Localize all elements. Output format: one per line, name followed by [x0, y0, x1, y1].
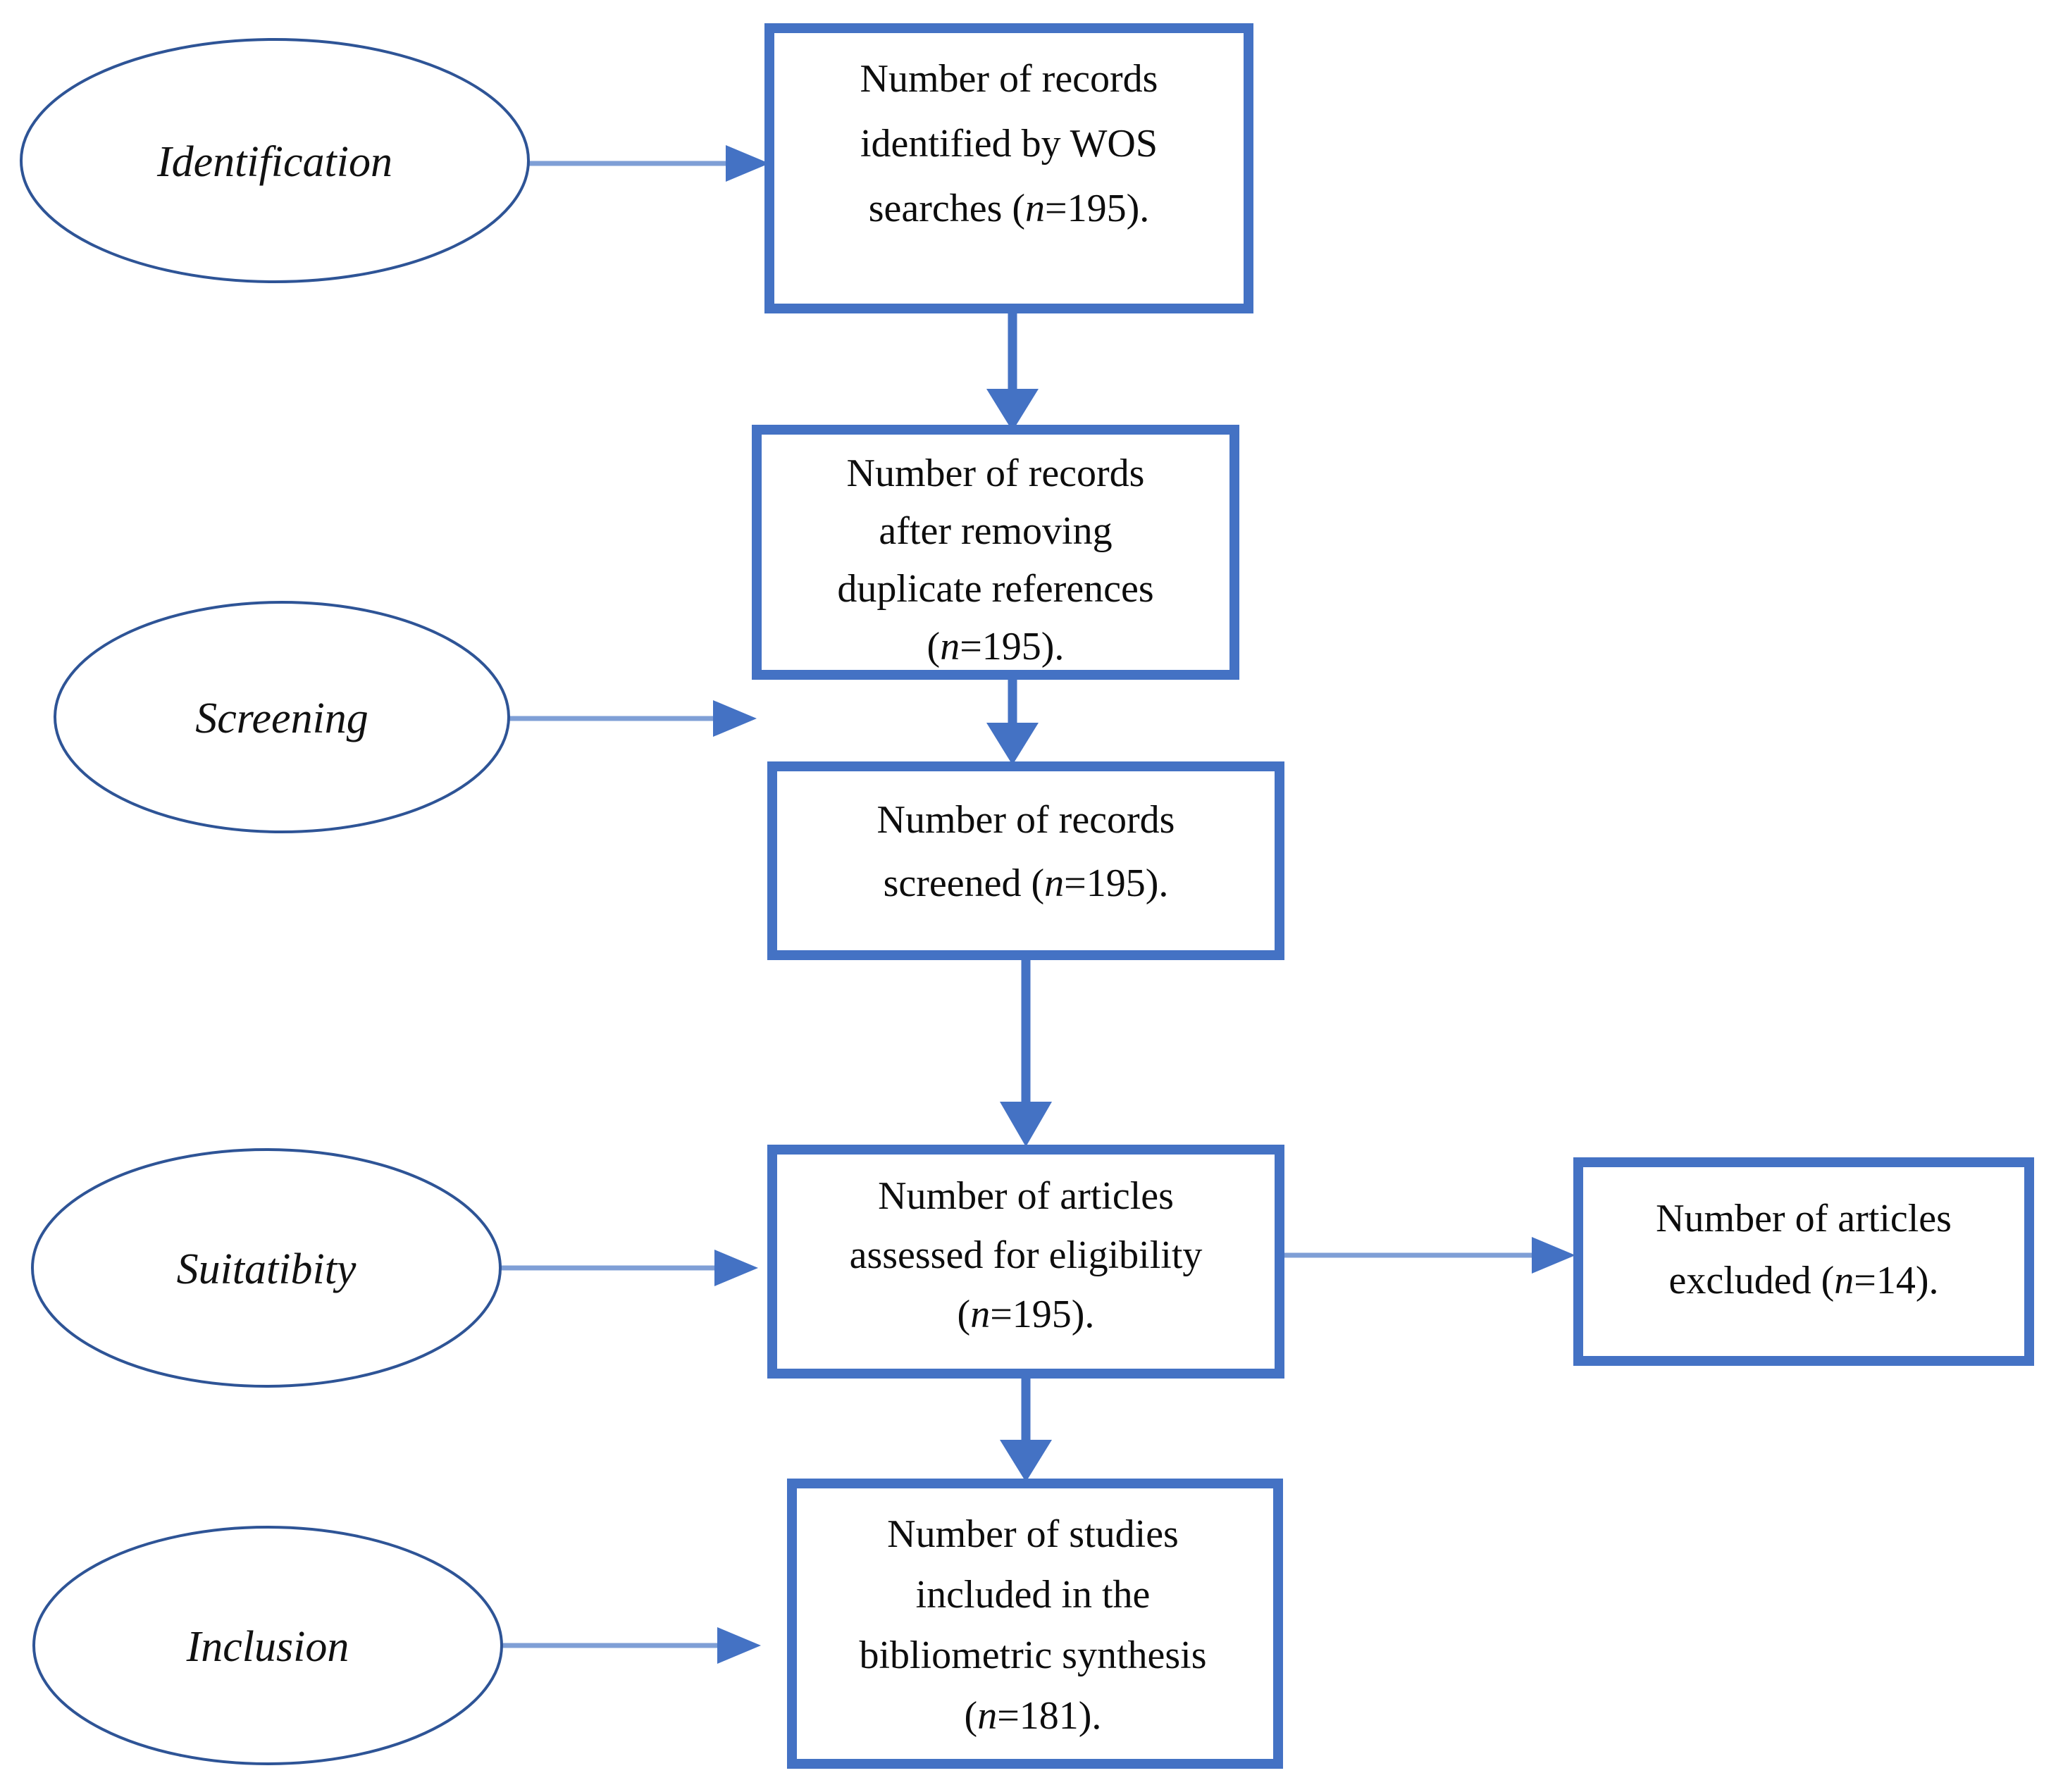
box-line-text: included in the [916, 1573, 1151, 1617]
stage-label-inclusion: Inclusion [186, 1623, 349, 1671]
box-line-text: Number of studies [887, 1512, 1179, 1556]
connector-after-duplicates-to-screened [986, 675, 1039, 765]
box-line-count: excluded (n=14). [1668, 1259, 1938, 1302]
box-line-text: Number of records [877, 798, 1175, 842]
box-line-text: assessed for eligibility [850, 1233, 1203, 1277]
box-line-text: duplicate references [837, 567, 1153, 611]
connector-records-identified-to-after-duplicates [986, 310, 1039, 431]
stage-ellipse-inclusion[interactable]: Inclusion [32, 1526, 503, 1765]
box-line-text: bibliometric synthesis [859, 1634, 1206, 1677]
connector-identification-to-records-identified [528, 145, 769, 182]
box-line-count: (n=195). [958, 1293, 1095, 1336]
connector-screening-to-records-screened [509, 700, 757, 737]
connector-assessed-to-excluded [1272, 1237, 1575, 1274]
flow-box-records-identified[interactable]: Number of records identified by WOS sear… [764, 23, 1253, 313]
flow-box-studies-included[interactable]: Number of studies included in the biblio… [787, 1479, 1283, 1769]
stage-label-identification: Identification [156, 138, 392, 186]
box-line-count: (n=181). [965, 1694, 1102, 1738]
stage-label-suitability: Suitatibity [177, 1245, 357, 1293]
flow-box-records-after-duplicates[interactable]: Number of records after removing duplica… [752, 425, 1239, 680]
connector-inclusion-to-included [502, 1627, 761, 1664]
stage-label-screening: Screening [195, 695, 368, 742]
stage-ellipse-identification[interactable]: Identification [20, 38, 530, 283]
connector-screened-to-assessed [1000, 957, 1052, 1147]
box-line-text: after removing [879, 509, 1112, 553]
flow-box-records-screened[interactable]: Number of records screened (n=195). [767, 761, 1284, 960]
stage-ellipse-screening[interactable]: Screening [54, 601, 510, 833]
box-line-count: screened (n=195). [884, 861, 1169, 905]
stage-ellipse-suitability[interactable]: Suitatibity [31, 1148, 502, 1388]
box-line-text: identified by WOS [860, 122, 1158, 166]
box-line-count: searches (n=195). [869, 187, 1150, 230]
connector-assessed-to-included [1000, 1375, 1052, 1482]
box-line-text: Number of articles [1656, 1197, 1952, 1240]
connector-suitability-to-assessed [500, 1250, 758, 1286]
flow-box-articles-excluded[interactable]: Number of articles excluded (n=14). [1573, 1157, 2034, 1366]
box-line-text: Number of articles [878, 1174, 1174, 1218]
box-line-count: (n=195). [927, 625, 1065, 668]
box-line-text: Number of records [860, 57, 1158, 101]
flow-box-articles-assessed[interactable]: Number of articles assessed for eligibil… [767, 1145, 1284, 1379]
box-line-text: Number of records [847, 452, 1145, 495]
